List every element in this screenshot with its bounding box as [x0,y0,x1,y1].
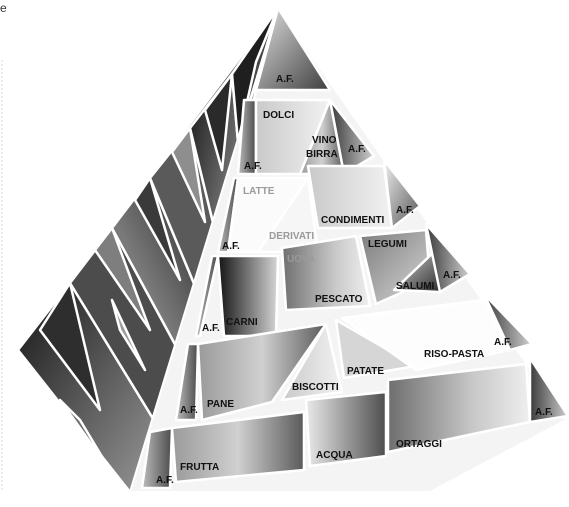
frutta-label: FRUTTA [180,462,219,473]
level-1-af-right: A.F. [535,407,553,418]
level-2-af-right: A.F. [494,337,512,348]
uova-label: UOVA [287,254,315,265]
latte-label: LATTE [243,186,275,197]
carni-label: CARNI [226,317,258,328]
level-3-af-right: A.F. [443,270,461,281]
level-5-af-right: A.F. [348,144,366,155]
acqua-label: ACQUA [316,450,353,461]
riso-pasta-label: RISO-PASTA [424,349,484,360]
legumi-label: LEGUMI [368,239,407,250]
level-6-af-right: A.F. [276,74,294,85]
dolci-label: DOLCI [263,110,294,121]
pane-label: PANE [207,399,234,410]
birra-label: BIRRA [306,149,338,160]
level-4-af-right: A.F. [396,205,414,216]
level-5-af-left: A.F. [244,161,262,172]
vino-label: VINO [312,135,337,146]
ortaggi-label: ORTAGGI [396,439,442,450]
biscotti-label: BISCOTTI [292,382,339,393]
patate-label: PATATE [347,366,384,377]
condimenti-label: CONDIMENTI [321,215,385,226]
level-2-af-left: A.F. [180,405,198,416]
corner-mark: e [0,1,7,15]
derivati-label: DERIVATI [269,231,314,242]
salumi-label: SALUMI [396,281,435,292]
level-3-af-left: A.F. [202,323,220,334]
level-1-af-left: A.F. [156,475,174,486]
level-4-af-left: A.F. [222,241,240,252]
pescato-label: PESCATO [315,294,363,305]
